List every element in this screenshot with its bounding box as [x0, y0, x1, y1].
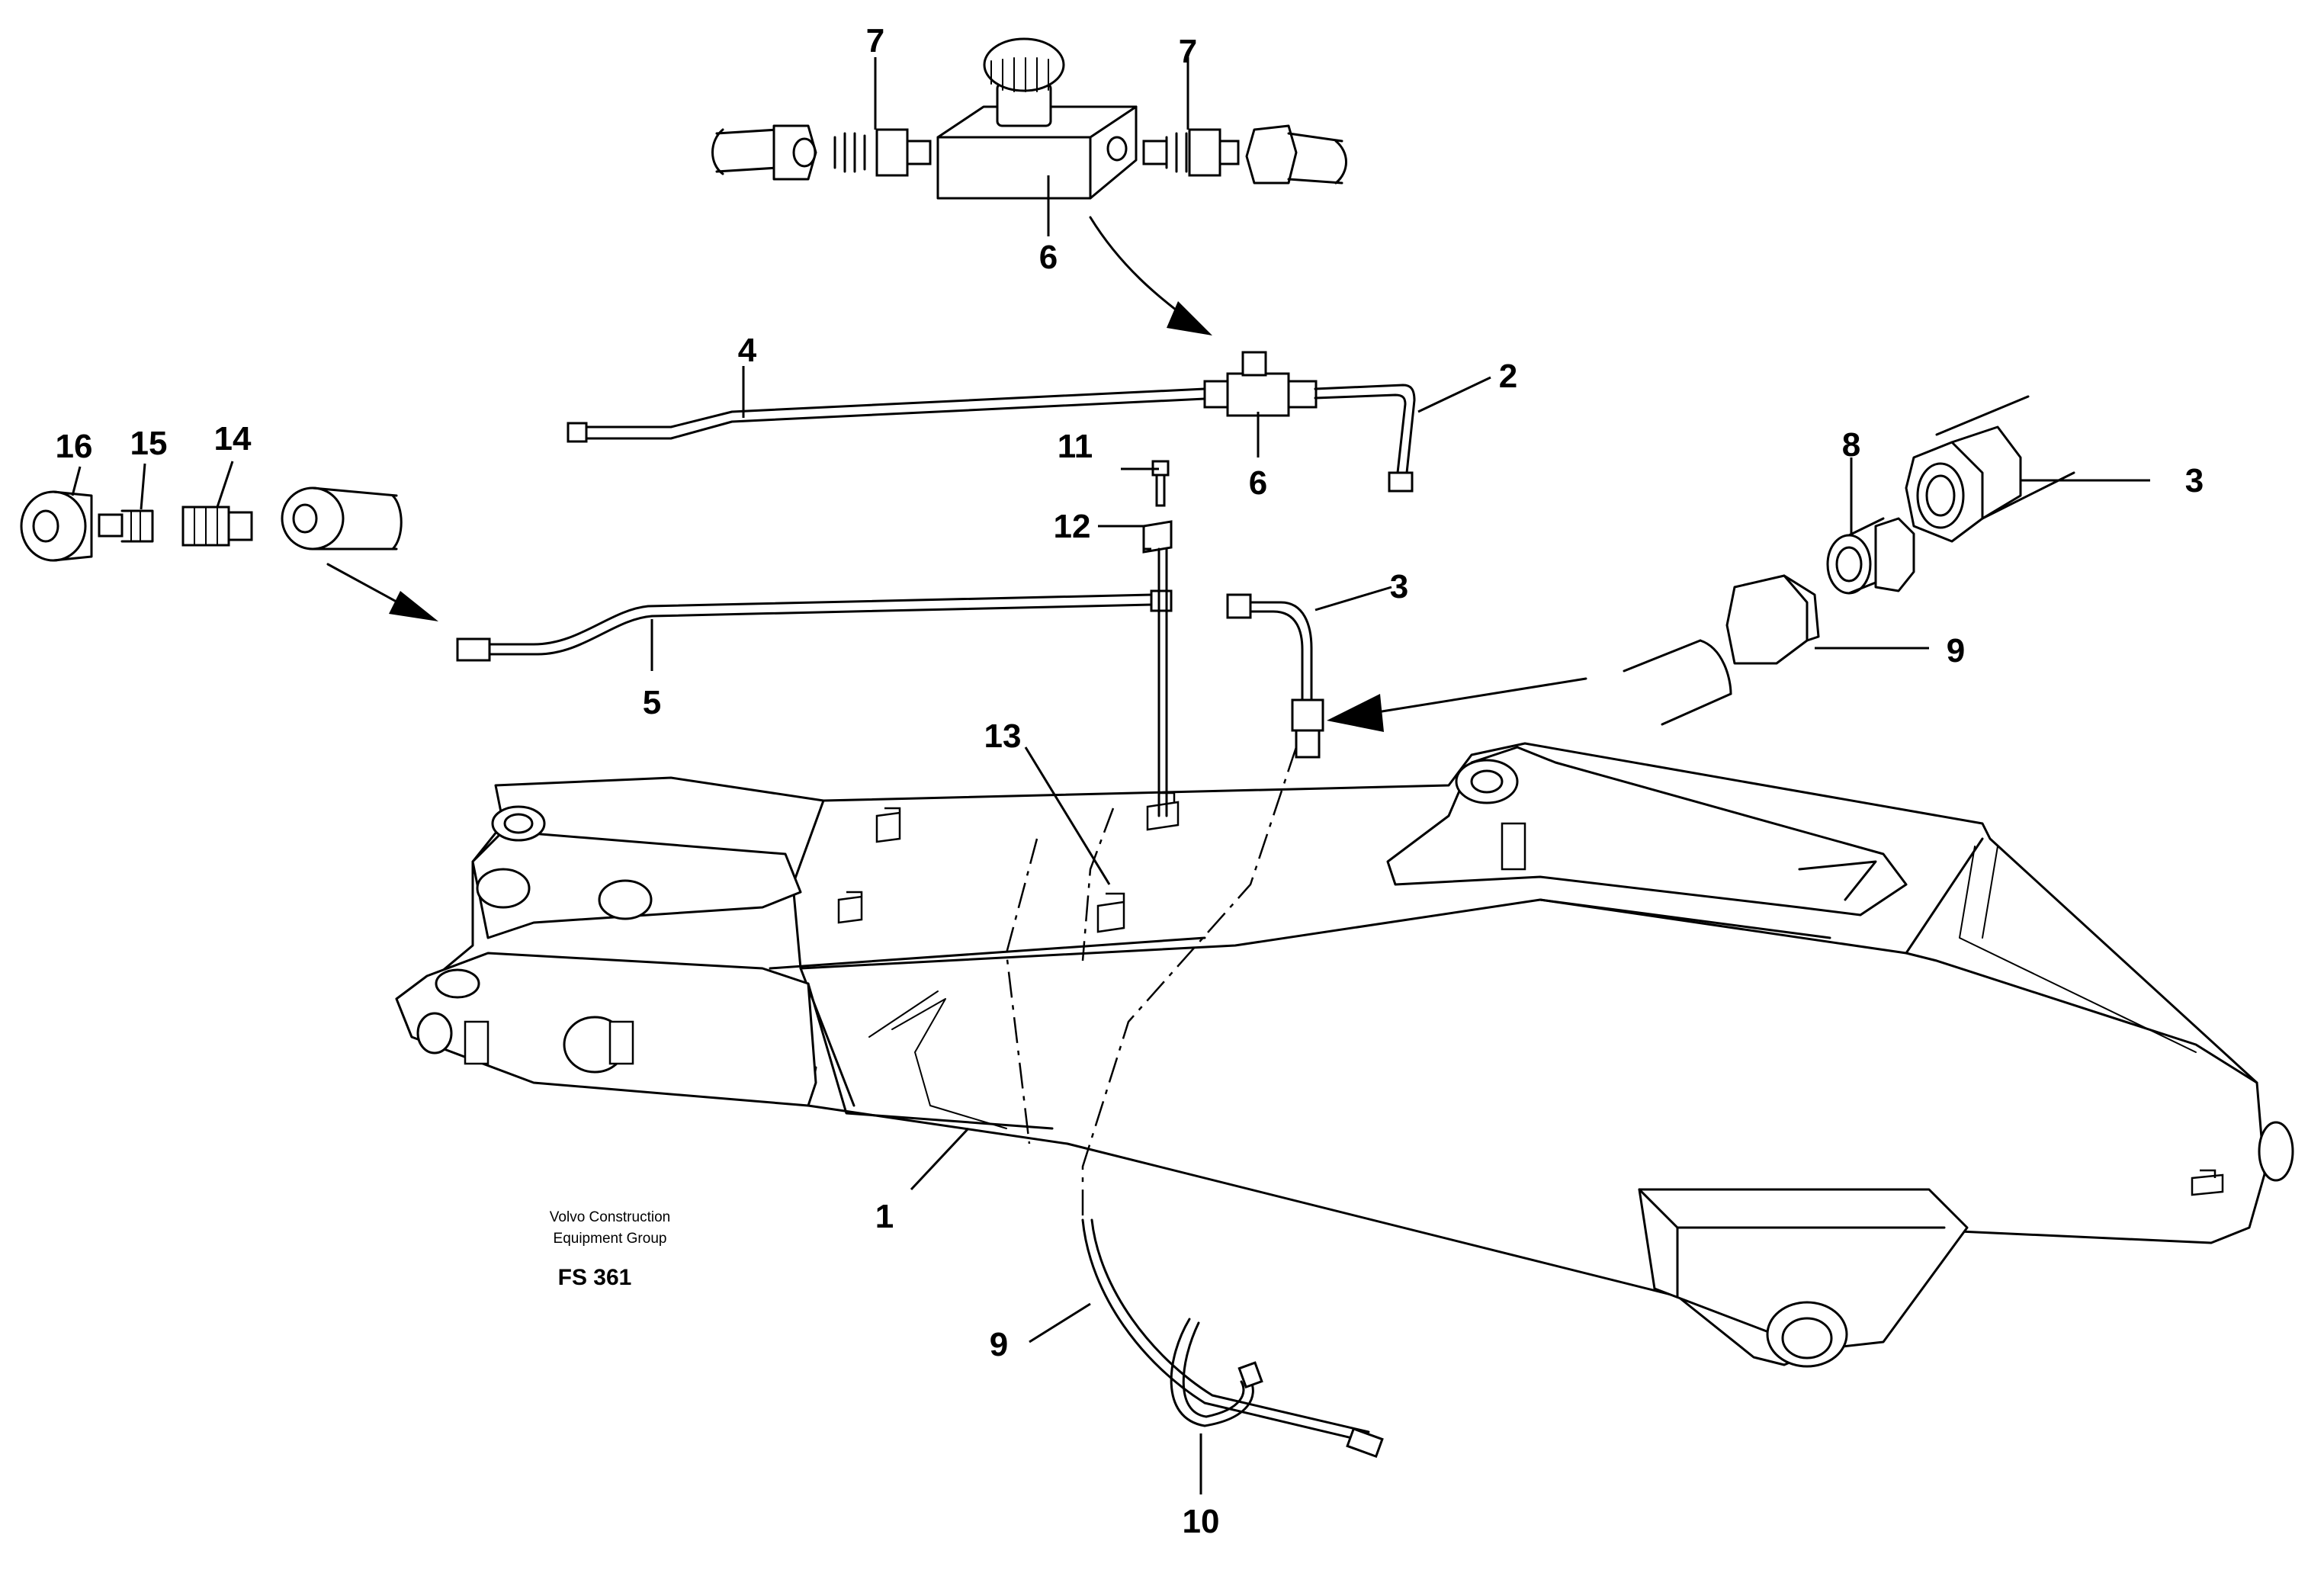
callout-4: 4: [738, 332, 757, 369]
clamp-10: [1170, 1318, 1254, 1427]
pipe-5: [456, 589, 1173, 662]
callout-7-left: 7: [866, 22, 884, 59]
union-14: [181, 506, 253, 547]
figure-reference: FS 361: [558, 1265, 632, 1290]
callout-10: 10: [1183, 1503, 1220, 1540]
credit-block: Volvo Construction Equipment Group FS 36…: [550, 1209, 670, 1290]
callout-15: 15: [130, 425, 168, 462]
credit-line-1: Volvo Construction: [550, 1209, 670, 1225]
callout-7-right: 7: [1179, 33, 1197, 70]
callout-2: 2: [1499, 358, 1517, 395]
callout-16: 16: [56, 428, 93, 465]
callout-8: 8: [1842, 426, 1860, 464]
hose-9-end-fitting: [1346, 1427, 1384, 1459]
pipe-2: [1314, 384, 1416, 493]
arrow-valve-to-pipe: [1089, 216, 1212, 335]
callout-6-pipe: 6: [1249, 464, 1267, 502]
boom-assembly: [395, 742, 2294, 1368]
callout-12: 12: [1054, 508, 1091, 545]
callout-3-pipe: 3: [1390, 568, 1408, 605]
fittings-7-left: [711, 124, 932, 181]
valve-6-small: [1203, 351, 1318, 417]
credit-line-2: Equipment Group: [554, 1231, 667, 1247]
callout-3-detail: 3: [2185, 462, 2204, 499]
callouts: 7 7 6 4 2 6 11 12 3 5 13 1 3 8 9 9 10 16…: [56, 22, 2204, 1540]
adapter-8-detail: [1826, 517, 1915, 595]
arrow-fittings-to-pipe5: [326, 563, 438, 621]
valve-6-detail: [936, 37, 1138, 200]
hose-9-route: [1081, 746, 1298, 1220]
bolt-11: [1151, 460, 1170, 507]
pipe-4: [567, 387, 1206, 443]
clamp-12: [1142, 520, 1173, 554]
arrow-hose-detail-to-boom: [1327, 677, 1587, 732]
callout-11: 11: [1058, 428, 1093, 465]
callout-14: 14: [214, 420, 252, 457]
fittings-7-right: [1142, 124, 1347, 185]
callout-5: 5: [643, 684, 661, 721]
hose-3-detail: [1905, 395, 2075, 543]
callout-9-hose: 9: [990, 1326, 1008, 1363]
callout-6-top: 6: [1039, 239, 1058, 276]
callout-1: 1: [875, 1198, 894, 1235]
hose-3-fitting: [1226, 593, 1324, 759]
callout-9-detail: 9: [1947, 632, 1965, 669]
fittings-14-16: [20, 486, 403, 562]
hose-9-detail: [1623, 574, 1820, 726]
hose-9: [1081, 1218, 1366, 1443]
leader-lines: [71, 57, 2150, 1494]
nipple-15: [120, 509, 154, 543]
callout-13: 13: [984, 717, 1022, 755]
